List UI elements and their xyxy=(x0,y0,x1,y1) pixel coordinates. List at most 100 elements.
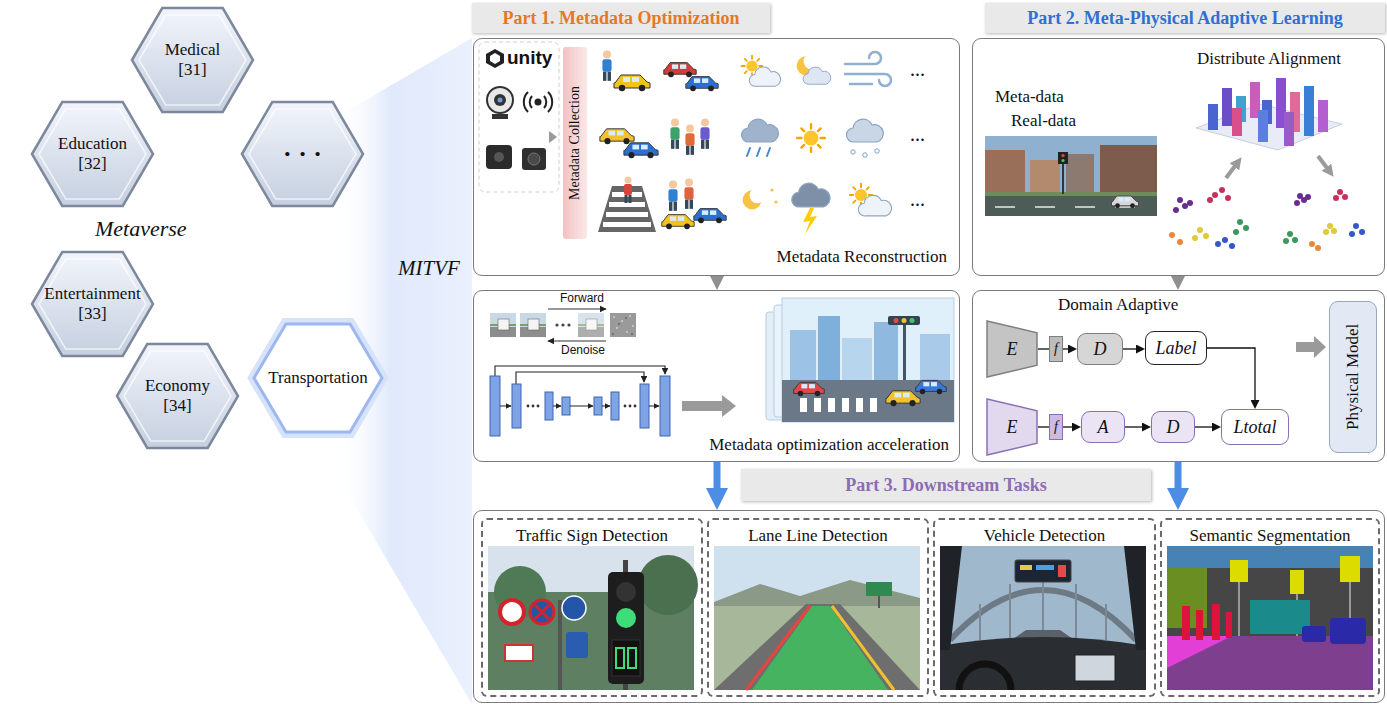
scatter-plot xyxy=(1323,229,1329,235)
city-illustration xyxy=(842,338,872,382)
segmentation-photo xyxy=(1302,626,1326,642)
diffusion-frames xyxy=(578,313,604,337)
traffic-sign-photo xyxy=(505,645,533,661)
unet-diagram xyxy=(624,405,627,408)
scenario-icons xyxy=(606,212,648,217)
scatter-plot xyxy=(1233,219,1249,235)
connector xyxy=(1125,426,1147,427)
scatter-plot xyxy=(1349,231,1355,237)
scatter-plot xyxy=(1219,187,1225,193)
physical-model-box-text: Physical Model xyxy=(1343,324,1363,430)
segmentation-photo xyxy=(1230,560,1248,582)
device-icons xyxy=(494,94,506,106)
city-illustration xyxy=(902,318,907,323)
scenario-icons xyxy=(845,52,891,86)
label-slot: ... xyxy=(910,188,925,211)
transportation-hexagon-text: Transportation xyxy=(256,368,380,388)
scatter-plot xyxy=(1237,219,1243,225)
text-slot: D xyxy=(1078,334,1122,364)
segmentation-photo xyxy=(1167,636,1232,668)
task-box: Vehicle Detection xyxy=(933,518,1156,697)
text-slot: f xyxy=(1050,415,1062,439)
segmentation-photo xyxy=(1182,604,1232,640)
bar-chart xyxy=(1258,110,1268,142)
segmentation-photo xyxy=(1290,570,1304,594)
task-box: Semantic Segmentation xyxy=(1160,518,1380,697)
street-photo xyxy=(1061,154,1064,157)
scenario-icons xyxy=(792,183,830,207)
panel-text: Real-data xyxy=(1011,111,1076,131)
unet-diagram xyxy=(532,405,535,408)
scenario-icons xyxy=(598,51,892,234)
scenario-icons xyxy=(600,129,634,144)
text-slot: f xyxy=(1050,337,1062,361)
ellipsis: ... xyxy=(910,188,925,211)
text-slot: Domain Adaptive xyxy=(1058,295,1178,315)
feature-bar: f xyxy=(1049,336,1063,362)
scatter-plot xyxy=(1331,228,1337,234)
device-icons xyxy=(486,145,512,169)
unet-diagram xyxy=(602,406,610,407)
task-box-text: Vehicle Detection xyxy=(984,526,1105,546)
panel: Metadata optimization acceleration xyxy=(473,290,960,462)
scatter-plot xyxy=(1177,197,1183,203)
city-illustration xyxy=(903,318,906,380)
hexagon-shape xyxy=(132,8,253,112)
diffusion-frames xyxy=(520,313,546,337)
scatter-plot xyxy=(1294,200,1300,206)
unet-diagram xyxy=(553,406,561,407)
diffusion-frames xyxy=(612,333,614,335)
city-illustration xyxy=(874,322,898,382)
diffusion-frames xyxy=(632,325,634,327)
scatter-plot xyxy=(1192,227,1209,241)
domain-hexagon-text: Entertainment [33] xyxy=(40,284,146,323)
vehicle-photo xyxy=(940,546,1146,690)
panel-text: Part 3. Downstream Tasks xyxy=(845,475,1047,496)
scenario-icons xyxy=(685,125,694,155)
hexagon-shape xyxy=(117,344,238,448)
text-slot: Lane Line Detection xyxy=(709,526,927,546)
scenario-icons xyxy=(602,51,611,81)
connector xyxy=(1207,348,1255,405)
text-slot: Meta-data xyxy=(995,87,1064,107)
ellipsis: ... xyxy=(910,123,925,146)
traffic-sign-photo xyxy=(628,648,636,668)
text-slot: Semantic Segmentation xyxy=(1162,526,1378,546)
domain-hexagon: Entertainment [33] xyxy=(30,250,155,358)
text-slot: Transportation xyxy=(248,318,388,438)
segmentation-photo xyxy=(1330,618,1366,644)
text-slot: Distribute Alignment xyxy=(1197,49,1341,69)
encoder-block-text: E xyxy=(1007,417,1018,438)
vehicle-photo xyxy=(959,664,1011,690)
scatter-plot xyxy=(1305,194,1311,200)
more-hexagon-text: · · · xyxy=(258,139,348,169)
street-photo xyxy=(995,206,1135,208)
scatter-plot xyxy=(1283,238,1289,244)
decoder-box: D xyxy=(1077,333,1123,365)
adapter-box: A xyxy=(1081,411,1125,443)
scenario-icons xyxy=(624,177,632,204)
bar-chart xyxy=(1208,104,1218,130)
vehicle-photo xyxy=(1124,546,1146,650)
scenario-icons xyxy=(624,143,658,158)
scatter-plot xyxy=(1292,237,1298,243)
scatter-plot xyxy=(1294,193,1311,206)
diffusion-frames xyxy=(612,317,633,335)
physical-model-box: Physical Model xyxy=(1329,301,1377,453)
scatter-plot xyxy=(1169,232,1183,245)
bar-chart xyxy=(1318,156,1330,172)
lane-photo xyxy=(714,580,920,606)
scatter-plot xyxy=(1342,194,1348,200)
scenario-icons xyxy=(684,179,693,209)
unet-diagram xyxy=(516,372,644,384)
bar-chart xyxy=(1222,88,1232,126)
traffic-sign-photo xyxy=(616,608,636,628)
domain-hexagon: Education [32] xyxy=(30,100,155,208)
scenario-icons xyxy=(797,124,825,152)
city-illustration xyxy=(782,298,954,422)
diffusion-frames xyxy=(613,315,634,333)
bar-chart xyxy=(1318,100,1328,132)
label-box-text: Label xyxy=(1155,338,1196,359)
segmentation-photo xyxy=(1167,546,1373,690)
diffusion-frames xyxy=(548,340,606,341)
